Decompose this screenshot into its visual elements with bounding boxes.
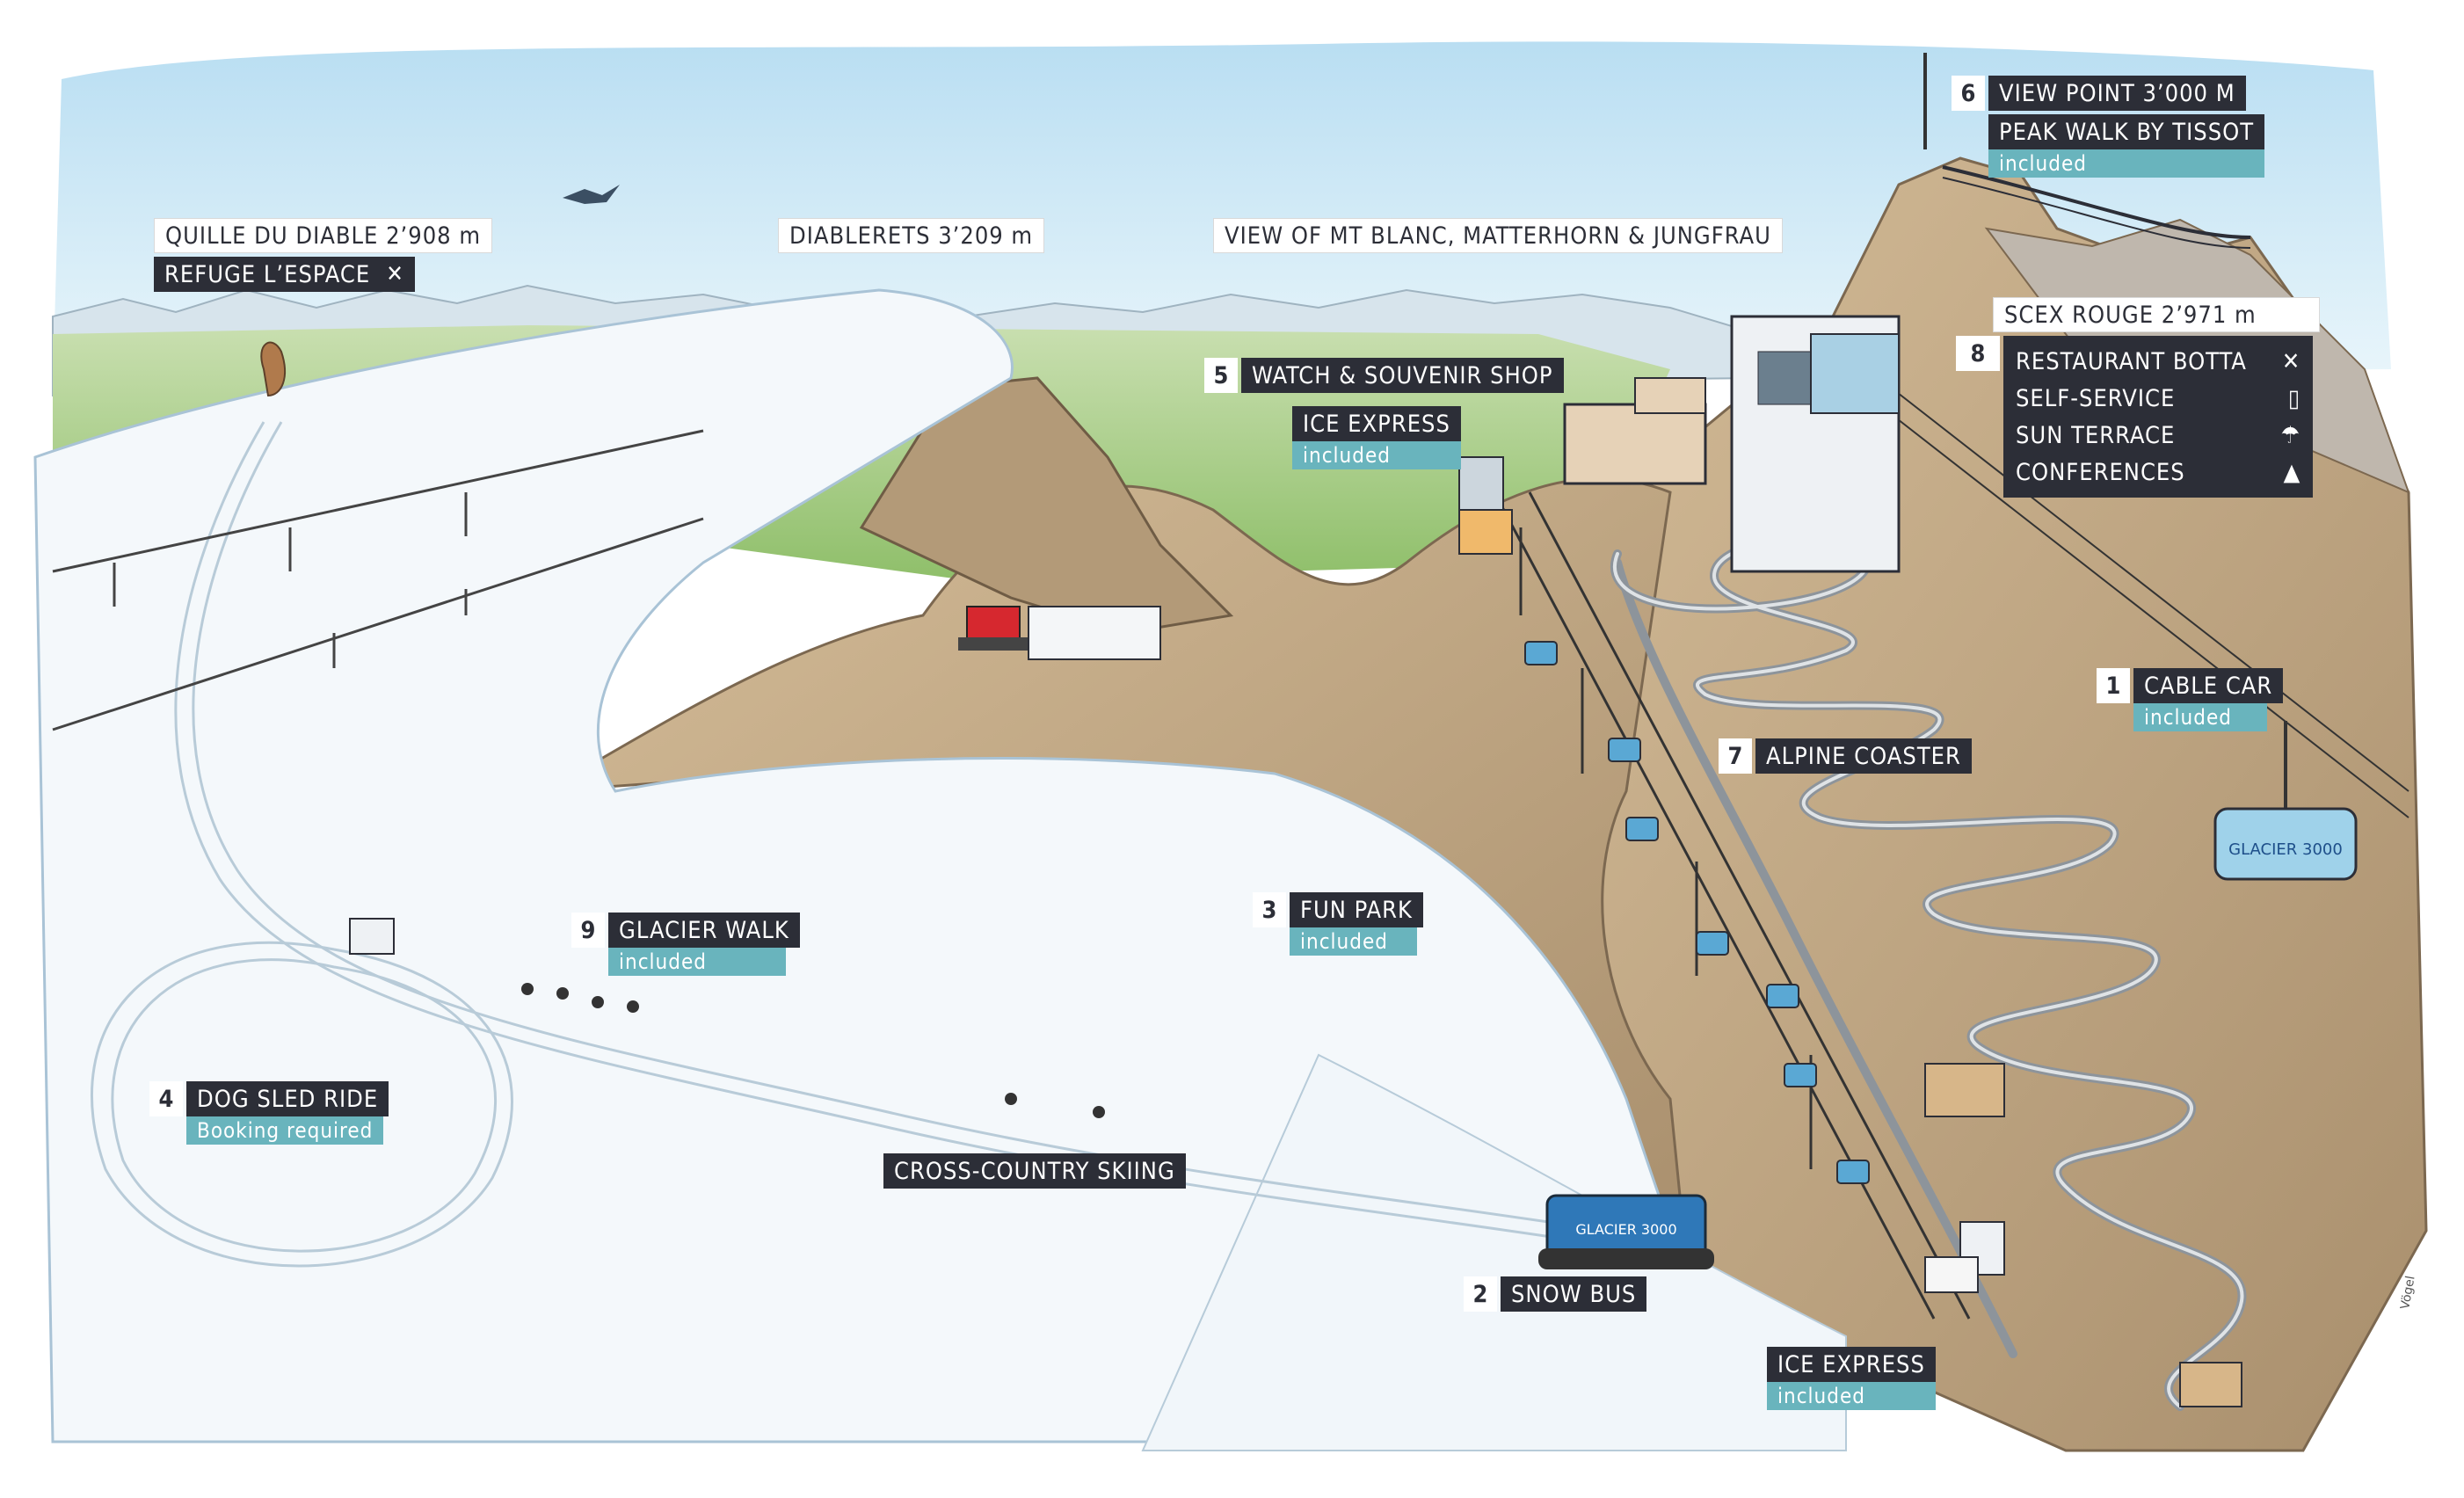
kennel-box (349, 918, 395, 955)
cablecar-sub: included (2133, 703, 2267, 731)
fork-knife-icon: ✕ (386, 261, 404, 287)
viewpoint-tower (1923, 53, 2251, 249)
scex-title: SCEX ROUGE 2’971 m (1993, 297, 2320, 332)
scex-number: 8 (1956, 336, 2000, 371)
snowbus-title: SNOW BUS (1501, 1276, 1647, 1312)
view-title: VIEW OF MT BLANC, MATTERHORN & JUNGFRAU (1213, 218, 1783, 253)
label-alpine-coaster: 7 ALPINE COASTER (1719, 738, 1972, 774)
dogsled-number: 4 (149, 1081, 183, 1116)
label-view: VIEW OF MT BLANC, MATTERHORN & JUNGFRAU (1213, 218, 1783, 253)
fork-knife-icon: ✕ (2281, 347, 2301, 375)
dogsled-sub: Booking required (186, 1116, 384, 1145)
ice-express-bottom-sub: included (1767, 1382, 1936, 1410)
summit-station (1458, 315, 1901, 573)
conference-icon: ▲ (2283, 458, 2301, 486)
peakwalk-title: PEAK WALK BY TISSOT (1988, 114, 2265, 149)
shop-number: 5 (1204, 358, 1238, 393)
self-service-icon: ▯ (2287, 384, 2301, 412)
snow-bus: GLACIER 3000 (1538, 1194, 1714, 1269)
cablecar-number: 1 (2097, 668, 2130, 703)
ice-express-top-sub: included (1292, 441, 1461, 469)
chairlift-chairs (1524, 641, 1870, 1184)
service-conferences: CONFERENCES▲ (2016, 458, 2301, 486)
ski-tracks (91, 421, 1636, 1268)
label-dog-sled: 4 DOG SLED RIDE Booking required (149, 1081, 389, 1145)
label-ice-express-bottom: ICE EXPRESS included (1767, 1347, 1936, 1410)
scex-services: RESTAURANT BOTTA✕ SELF-SERVICE▯ SUN TERR… (2003, 336, 2314, 498)
cable-car-gondola: GLACIER 3000 (2213, 721, 2358, 881)
umbrella-icon: ☂ (2280, 421, 2301, 449)
gondola-logo: GLACIER 3000 (2228, 840, 2343, 859)
label-quille-du-diable: QUILLE DU DIABLE 2’908 m REFUGE L’ESPACE… (154, 218, 492, 292)
refuge-title: REFUGE L’ESPACE✕ (154, 257, 415, 292)
ski-lift-cables (52, 429, 704, 731)
people-glacier-walk (521, 983, 1105, 1118)
label-glacier-walk: 9 GLACIER WALK included (571, 913, 800, 976)
peakwalk-sub: included (1988, 149, 2265, 178)
glacierwalk-title: GLACIER WALK (608, 913, 800, 948)
ice-express-kiosk (1924, 1063, 2242, 1407)
service-sun-terrace: SUN TERRACE☂ (2016, 421, 2301, 449)
bird (563, 185, 620, 204)
viewpoint-title: VIEW POINT 3’000 M (1988, 76, 2246, 111)
cable-car-cables (1889, 386, 2409, 818)
glacierwalk-sub: included (608, 948, 786, 976)
artist-signature: Vögel (2398, 1275, 2417, 1311)
funpark-sub: included (1290, 927, 1417, 956)
quille-title: QUILLE DU DIABLE 2’908 m (154, 218, 492, 253)
glacierwalk-number: 9 (571, 913, 605, 948)
label-scex-rouge: SCEX ROUGE 2’971 m 8 RESTAURANT BOTTA✕ S… (1956, 297, 2320, 498)
viewpoint-number: 6 (1952, 76, 1985, 111)
service-restaurant: RESTAURANT BOTTA✕ (2016, 347, 2301, 375)
service-self-service: SELF-SERVICE▯ (2016, 384, 2301, 412)
ice-express-bottom-title: ICE EXPRESS (1767, 1347, 1936, 1382)
coaster-number: 7 (1719, 738, 1752, 774)
coaster-title: ALPINE COASTER (1755, 738, 1972, 774)
funpark-title: FUN PARK (1290, 892, 1423, 927)
label-view-point: 6 VIEW POINT 3’000 M PEAK WALK BY TISSOT… (1952, 76, 2265, 178)
crosscountry-title: CROSS-COUNTRY SKIING (883, 1153, 1186, 1189)
snowbus-number: 2 (1464, 1276, 1497, 1312)
label-cross-country: CROSS-COUNTRY SKIING (883, 1153, 1186, 1189)
ice-express-top-title: ICE EXPRESS (1292, 406, 1461, 441)
shop-title: WATCH & SOUVENIR SHOP (1241, 358, 1564, 393)
label-diablerets: DIABLERETS 3’209 m (778, 218, 1045, 253)
label-watch-shop: 5 WATCH & SOUVENIR SHOP (1204, 358, 1564, 393)
quille-rock (260, 341, 286, 397)
groomer (958, 606, 1161, 660)
label-fun-park: 3 FUN PARK included (1253, 892, 1423, 956)
label-snow-bus: 2 SNOW BUS (1464, 1276, 1647, 1312)
cablecar-title: CABLE CAR (2133, 668, 2284, 703)
bus-logo: GLACIER 3000 (1575, 1221, 1676, 1238)
funpark-number: 3 (1253, 892, 1286, 927)
label-ice-express-top: ICE EXPRESS included (1292, 406, 1461, 469)
diablerets-title: DIABLERETS 3’209 m (778, 218, 1045, 253)
label-cable-car: 1 CABLE CAR included (2097, 668, 2284, 731)
dogsled-title: DOG SLED RIDE (186, 1081, 389, 1116)
